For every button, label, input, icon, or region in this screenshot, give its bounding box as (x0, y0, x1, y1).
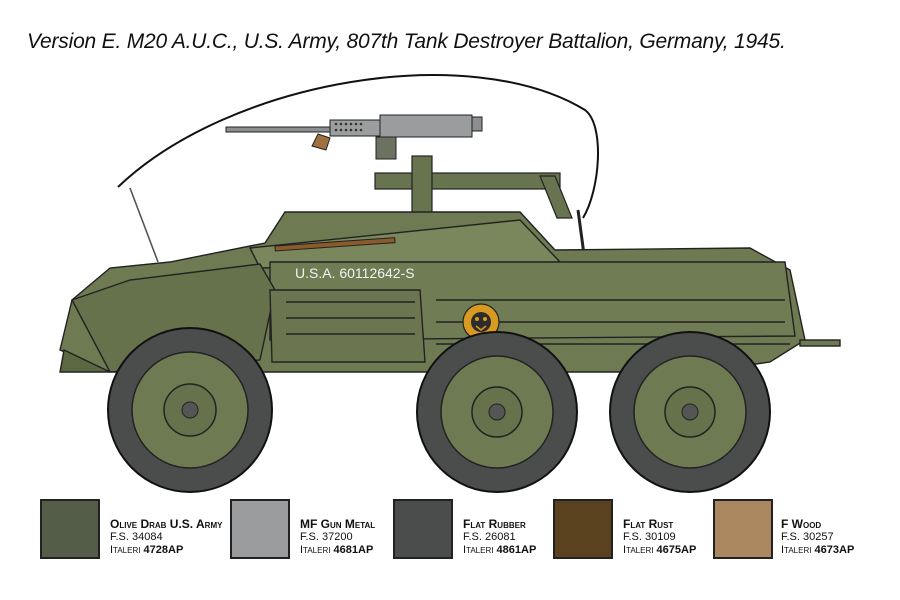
wheel-middle (416, 331, 578, 493)
hull (59, 211, 841, 373)
wheel-rear (609, 331, 771, 493)
color-swatch-gun-metal (230, 499, 290, 559)
color-swatch-flat-rubber (393, 499, 453, 559)
ring-mount (374, 155, 573, 219)
machine-gun (225, 114, 483, 160)
color-label-flat-rubber: Flat Rubber F.S. 26081 Italeri 4861AP (463, 517, 537, 557)
tank-destroyer-cat-insignia-icon (462, 303, 500, 341)
page-title: Version E. M20 A.U.C., U.S. Army, 807th … (27, 30, 786, 53)
antenna (117, 74, 599, 219)
wheel-front (107, 327, 273, 493)
color-swatch-olive-drab (40, 499, 100, 559)
color-swatch-flat-rust (553, 499, 613, 559)
color-label-flat-rust: Flat Rust F.S. 30109 Italeri 4675AP (623, 517, 697, 557)
color-swatch-wood (713, 499, 773, 559)
vehicle-serial: U.S.A. 60112642-S (295, 265, 415, 281)
color-label-olive-drab: Olive Drab U.S. Army F.S. 34084 Italeri … (110, 517, 223, 557)
antenna-mast (129, 187, 159, 263)
color-label-wood: F Wood F.S. 30257 Italeri 4673AP (781, 517, 855, 557)
color-label-gun-metal: MF Gun Metal F.S. 37200 Italeri 4681AP (300, 517, 376, 557)
